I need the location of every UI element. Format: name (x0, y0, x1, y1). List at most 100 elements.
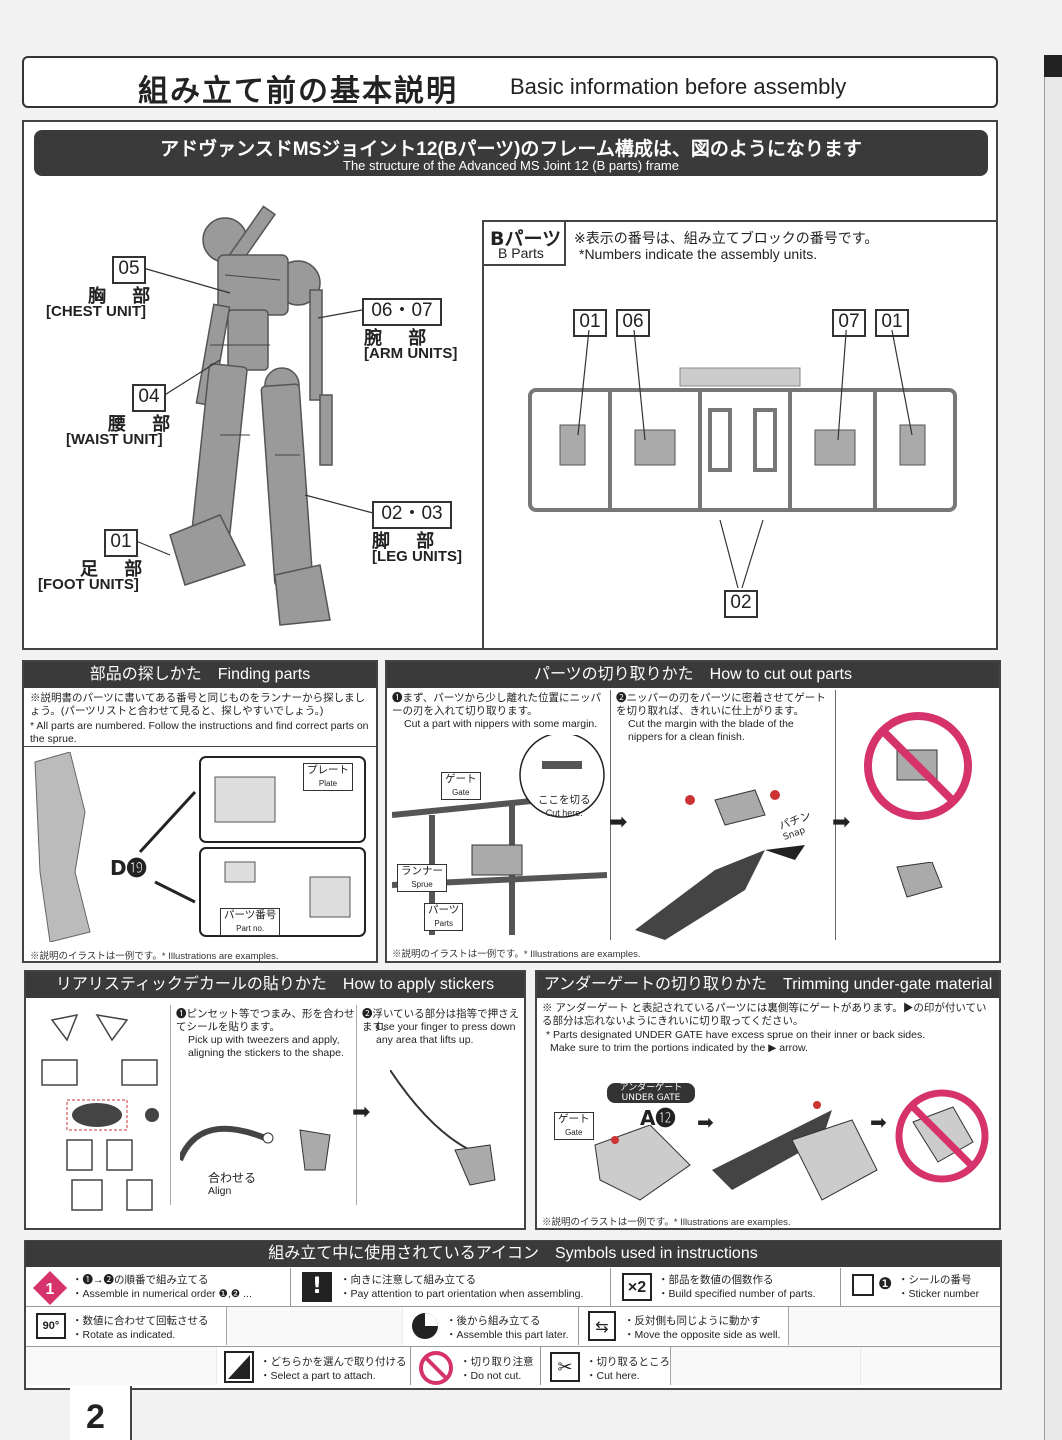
under-gate-footnote: ※説明のイラストは一例です。* Illustrations are exampl… (542, 1217, 791, 1228)
symbol-select-en: ・Select a part to attach. (260, 1370, 376, 1382)
symbol-cut-here-jp: ・切り取るところ (586, 1356, 670, 1368)
unit-label-foot-en: [FOOT UNITS] (38, 576, 139, 593)
unit-label-arm-jp: 腕 部 (364, 328, 437, 349)
do-not-icon (864, 712, 972, 820)
unit-label-leg-en: [LEG UNITS] (372, 548, 462, 565)
sprue-callout-01-right: 01 (875, 309, 909, 337)
symbols-title: 組み立て中に使用されているアイコン Symbols used in instru… (26, 1241, 1000, 1267)
frame-title-jp: アドヴァンスドMSジョイント12(Bパーツ)のフレーム構成は、図のようになります (160, 139, 862, 160)
symbol-opposite-en: ・Move the opposite side as well. (624, 1329, 781, 1341)
unit-label-arm-en: [ARM UNITS] (364, 345, 458, 362)
faded-symbol-cell-4 (670, 1347, 861, 1385)
sprue-callout-06: 06 (616, 309, 650, 337)
cut-step1-jp: ❶まず、パーツから少し離れた位置にニッパーの刃を入れて切り取ります。 (392, 692, 602, 717)
cut-step2-illustration (635, 789, 805, 940)
unit-number-chest: 05 (112, 256, 146, 284)
faded-symbol-cell-2 (788, 1307, 1000, 1345)
cut-footnote: ※説明のイラストは一例です。* Illustrations are exampl… (392, 949, 641, 960)
symbol-cell-later (402, 1307, 579, 1345)
symbol-cell-multiply (610, 1268, 841, 1306)
faded-symbol-cell-5 (860, 1347, 1000, 1385)
symbol-cell-order (26, 1268, 291, 1306)
symbol-later-en: ・Assemble this part later. (446, 1329, 569, 1341)
under-gate-part-illustration (594, 1125, 691, 1201)
unit-number-foot: 01 (104, 529, 138, 557)
opposite-side-icon: ⇆ (588, 1311, 616, 1341)
sticker-divider-2 (356, 1005, 357, 1205)
symbol-cell-select (216, 1347, 411, 1385)
stickers-title: リアリスティックデカールの貼りかた How to apply stickers (26, 972, 524, 998)
sprue-illustration (528, 330, 957, 589)
unit-label-chest-en: [CHEST UNIT] (46, 303, 146, 320)
tweezers-illustration (180, 1125, 331, 1171)
finding-parts-text-jp: ※説明書のパーツに書いてある番号と同じものをランナーから探しましょう。(パーツリ… (30, 692, 366, 717)
frame-illustration (169, 205, 333, 626)
sticker-number-icon: ❶ (878, 1274, 893, 1293)
symbol-cell-rotate (26, 1307, 227, 1345)
bparts-panel (482, 220, 998, 650)
do-not-cut-icon (419, 1351, 453, 1385)
symbol-no-cut-jp: ・切り取り注意 (460, 1356, 534, 1368)
sticker-divider-1 (170, 1005, 171, 1205)
attention-icon: ! (302, 1272, 332, 1302)
cut-divider-1 (610, 690, 611, 940)
symbol-no-cut-en: ・Do not cut. (460, 1370, 522, 1382)
unit-label-leg-jp: 脚 部 (372, 531, 445, 552)
sticker-step-arrow-icon: ➡ (352, 1100, 371, 1125)
part-number-label-jp: パーツ番号 (224, 909, 277, 921)
symbol-sticker-en: ・Sticker number (898, 1288, 980, 1300)
sticker-step2-en: Use your finger to press down any area t… (376, 1021, 516, 1046)
symbol-multiply-en: ・Build specified number of parts. (658, 1288, 816, 1300)
symbols-row-divider-2 (26, 1346, 1000, 1347)
symbol-orientation-en: ・Pay attention to part orientation when … (340, 1288, 584, 1300)
cut-here-jp: ここを切る (538, 794, 591, 806)
symbol-cell-orientation (290, 1268, 611, 1306)
symbol-order-jp: ・❶→❷の順番で組み立てる (72, 1274, 209, 1286)
symbol-opposite-jp: ・反対側も同じように動かす (624, 1315, 761, 1327)
unit-number-waist: 04 (132, 384, 166, 412)
bparts-note-en: *Numbers indicate the assembly units. (579, 246, 818, 262)
rotate-icon: 90° (36, 1313, 66, 1339)
frame-structure-title: アドヴァンスドMSジョイント12(Bパーツ)のフレーム構成は、図のようになります… (34, 130, 988, 176)
faded-symbol-cell-3 (26, 1347, 217, 1385)
finding-parts-text-en: * All parts are numbered. Follow the ins… (30, 720, 369, 745)
finished-part-illustration (896, 862, 943, 898)
sticker-sheet-illustration (41, 1013, 159, 1211)
under-gate-arrow-icon-2: ➡ (870, 1110, 887, 1134)
symbol-cut-here-en: ・Cut here. (586, 1370, 640, 1382)
finding-footnote: ※説明のイラストは一例です。* Illustrations are exampl… (30, 951, 279, 962)
parts-label-jp: パーツ (428, 904, 460, 916)
under-gate-text-jp: ※ アンダーゲート と表記されているパーツには裏側等にゲートがあります。▶の印が… (542, 1002, 987, 1027)
runner-label-en: Sprue (411, 880, 433, 889)
symbol-order-en: ・Assemble in numerical order ❶,❷ ... (72, 1288, 252, 1300)
page-title-en: Basic information before assembly (510, 74, 847, 99)
cut-divider-2 (835, 690, 836, 940)
unit-label-waist-en: [WAIST UNIT] (66, 431, 163, 448)
gate-label-en: Gate (452, 788, 470, 797)
select-part-icon (224, 1351, 254, 1383)
under-gate-do-not-icon (895, 1089, 989, 1183)
unit-leader-lines (135, 267, 374, 556)
symbol-select-jp: ・どちらかを選んで取り付ける (260, 1356, 407, 1368)
unit-number-arm: 06・07 (362, 298, 442, 326)
symbol-cell-no-cut (410, 1347, 541, 1385)
page-number-tab (70, 1386, 132, 1440)
bparts-note-jp: ※表示の番号は、組み立てブロックの番号です。 (574, 231, 879, 247)
assembly-order-icon: 1 (33, 1271, 67, 1305)
bparts-title-jp: Bパーツ (490, 228, 562, 250)
adjacent-page-edge (1044, 55, 1062, 1440)
bparts-title-en: B Parts (498, 245, 544, 261)
sprue-callout-01-left: 01 (573, 309, 607, 337)
under-gate-text-en2: Make sure to trim the portions indicated… (550, 1042, 808, 1054)
page-number: 2 (86, 1398, 105, 1436)
symbol-cell-opposite (578, 1307, 789, 1345)
title-bar (22, 56, 998, 108)
